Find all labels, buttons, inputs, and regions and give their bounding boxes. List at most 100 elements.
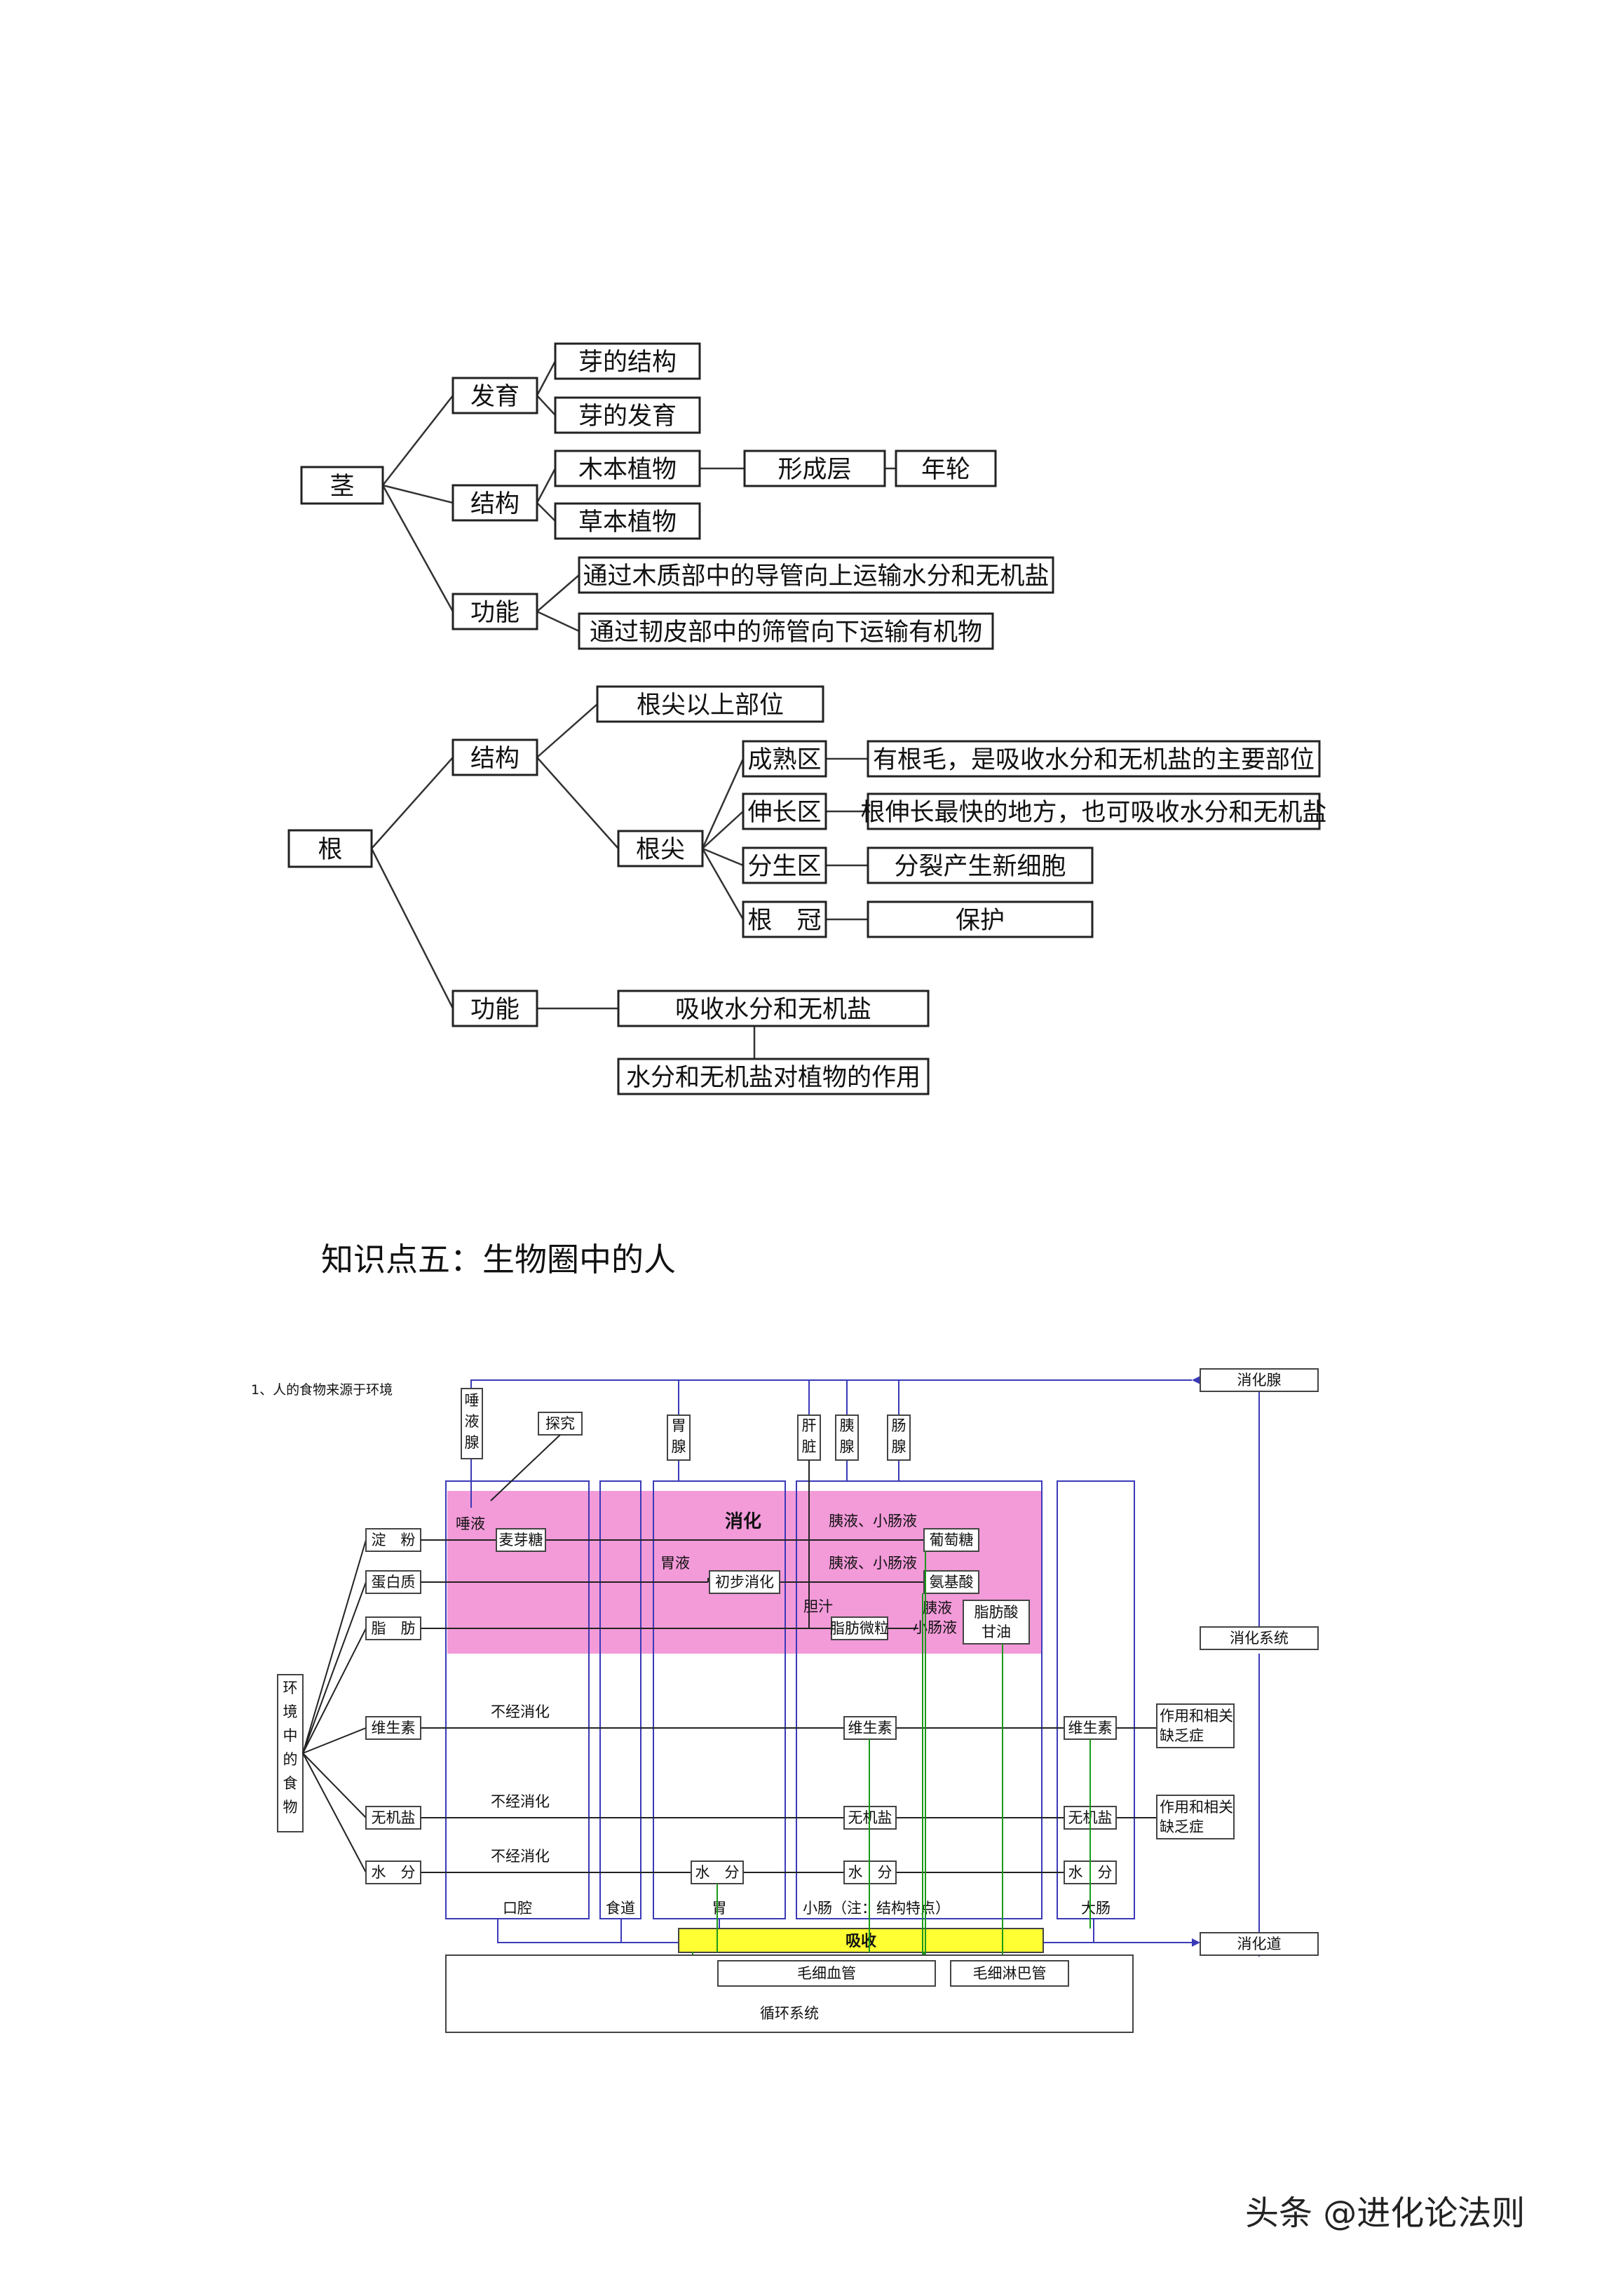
mineral-effect-box: [1156, 1795, 1235, 1839]
not-digested-2: 不经消化: [491, 1793, 550, 1810]
vitamin-li-box: [1064, 1716, 1117, 1740]
cap-label: 根 冠: [747, 907, 821, 935]
stem-function-label: 功能: [470, 599, 520, 627]
phloem-box: [578, 612, 994, 650]
vitamin-effect-box: [1156, 1703, 1235, 1748]
vitamin-li-label: 维生素: [1068, 1720, 1113, 1736]
herb-box: [554, 502, 701, 540]
food-vitamin-box: [365, 1716, 421, 1740]
elong-label: 伸长区: [747, 799, 821, 827]
above-tip-box: [596, 685, 824, 723]
digestive-gland-label: 消化腺: [1237, 1372, 1282, 1389]
absorption-label: 吸收: [846, 1932, 876, 1950]
intestinal-gland-box: [887, 1414, 911, 1461]
stem-structure-label: 结构: [470, 490, 520, 518]
salivary-gland-3: 腺: [465, 1434, 480, 1451]
food-protein: 蛋白质: [372, 1574, 416, 1591]
food-starch: 淀 粉: [372, 1532, 416, 1548]
meri-label: 分生区: [747, 853, 821, 881]
root-map: 根 结构 根尖以上部位 根尖 成熟区 有根毛，是吸收水分和无机盐的主要部位 伸长…: [287, 685, 1327, 1095]
mature-desc-label: 有根毛，是吸收水分和无机盐的主要部位: [873, 746, 1315, 774]
woody-label: 木本植物: [578, 456, 677, 484]
organ-stomach: 胃: [712, 1900, 727, 1917]
stem-root-box: [300, 466, 384, 505]
digestion-title: 消化: [725, 1511, 761, 1532]
salivary-gland-1: 唾: [465, 1392, 480, 1409]
organ-esophagus: 食道: [606, 1900, 635, 1917]
woody-box: [554, 450, 701, 487]
stem-structure-box: [451, 484, 538, 522]
elong-desc-label: 根伸长最快的地方，也可吸收水分和无机盐: [860, 799, 1326, 827]
effect-box: [617, 1058, 930, 1095]
cap-desc-label: 保护: [956, 907, 1005, 935]
digestive-tract-box: [1200, 1932, 1319, 1956]
bud-structure-label: 芽的结构: [578, 349, 677, 377]
absorb-label: 吸收水分和无机盐: [675, 996, 871, 1024]
mature-desc-box: [867, 740, 1321, 778]
root-function-box: [451, 990, 538, 1027]
not-digested-1: 不经消化: [491, 1703, 550, 1720]
initial-digestion-label: 初步消化: [715, 1574, 774, 1591]
bud-develop-box: [554, 396, 701, 434]
pancreas-1: 胰: [840, 1417, 855, 1434]
digestive-system-box: [1200, 1626, 1319, 1650]
food-env-5: 食: [283, 1775, 298, 1792]
stem-root-label: 茎: [330, 473, 354, 501]
lymph-box: [950, 1960, 1069, 1987]
amino-acid-label: 氨基酸: [930, 1574, 974, 1591]
glucose-box: [923, 1528, 979, 1552]
rings-label: 年轮: [921, 456, 970, 484]
organ-small-intestine: 小肠（注：结构特点）: [803, 1900, 950, 1917]
food-water-box: [365, 1861, 421, 1884]
gastric-gland-2: 腺: [672, 1438, 686, 1455]
food-fat: 脂 肪: [372, 1620, 416, 1637]
mature-label: 成熟区: [747, 746, 821, 774]
food-env-1: 环: [283, 1680, 298, 1696]
water-stomach-box: [691, 1861, 744, 1884]
elong-box: [742, 792, 827, 830]
liver-2: 脏: [802, 1438, 817, 1455]
fat-juice-2: 小肠液: [913, 1619, 957, 1636]
cap-desc-box: [867, 900, 1094, 938]
cap-box: [742, 900, 827, 938]
above-tip-label: 根尖以上部位: [637, 691, 784, 720]
elong-desc-box: [867, 792, 1321, 830]
small-intestine-outline: [796, 1480, 1043, 1919]
mature-box: [742, 740, 827, 778]
mouth-outline: [445, 1480, 590, 1919]
xylem-label: 通过木质部中的导管向上运输水分和无机盐: [583, 562, 1049, 590]
meri-desc-box: [867, 846, 1094, 884]
amino-acid-box: [923, 1570, 979, 1594]
pancreas-box: [835, 1414, 859, 1461]
large-intestine-outline: [1057, 1480, 1135, 1919]
absorb-box: [617, 990, 930, 1027]
food-vitamin: 维生素: [372, 1720, 416, 1736]
root-tip-box: [617, 830, 704, 867]
cambium-label: 形成层: [777, 456, 851, 484]
stem-map: 茎 发育 芽的结构 芽的发育 结构 木本植物 形成层 年轮 草本植物 功能 通过…: [300, 342, 1054, 650]
not-digested-3: 不经消化: [491, 1848, 550, 1865]
phloem-label: 通过韧皮部中的筛管向下运输有机物: [590, 619, 982, 647]
food-mineral-box: [365, 1806, 421, 1830]
absorption-bar: [678, 1928, 1044, 1953]
vitamin-si-box: [843, 1716, 897, 1740]
vitamin-effect-1: 作用和相关: [1160, 1708, 1233, 1724]
maltose-box: [496, 1528, 546, 1552]
root-function-label: 功能: [470, 996, 520, 1024]
root-root-label: 根: [318, 836, 342, 864]
fatty-acid-label: 脂肪酸: [975, 1604, 1019, 1621]
vitamin-effect-2: 缺乏症: [1160, 1727, 1204, 1744]
food-env-3: 中: [283, 1727, 298, 1744]
root-tip-label: 根尖: [636, 836, 685, 864]
capillary-label: 毛细血管: [797, 1965, 856, 1982]
saliva-label: 唾液: [456, 1515, 485, 1532]
digestive-system-label: 消化系统: [1230, 1630, 1289, 1647]
intestinal-gland-1: 肠: [892, 1417, 906, 1434]
food-env-box: [277, 1674, 304, 1832]
root-structure-label: 结构: [470, 745, 520, 773]
gastric-gland-box: [667, 1414, 691, 1461]
stem-develop-box: [451, 377, 538, 414]
pancreas-2: 腺: [840, 1438, 855, 1455]
effect-label: 水分和无机盐对植物的作用: [626, 1064, 921, 1092]
